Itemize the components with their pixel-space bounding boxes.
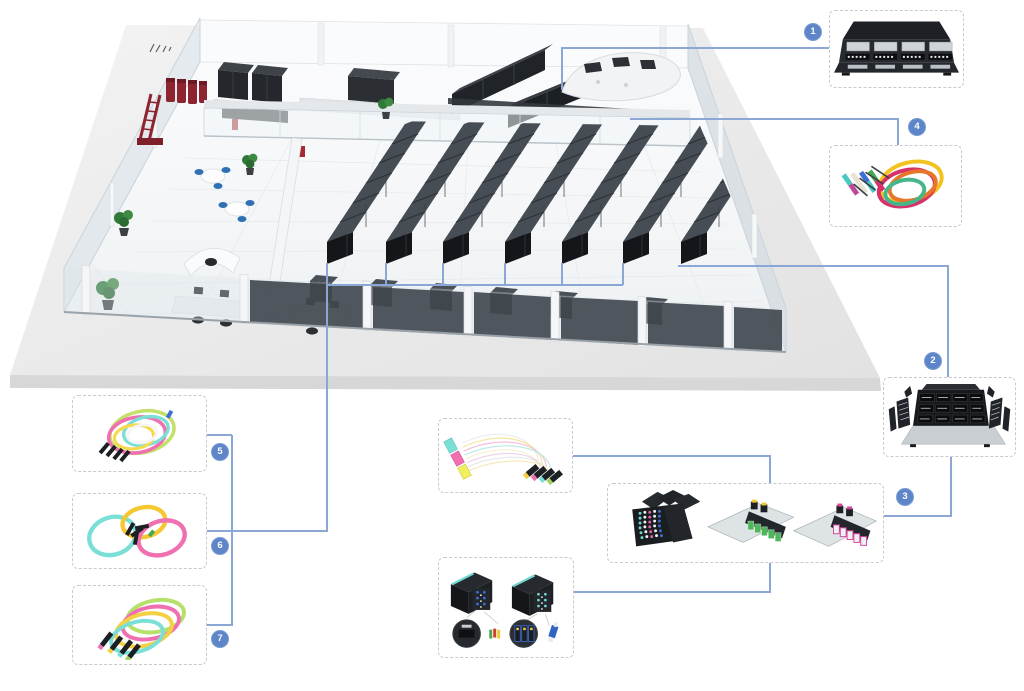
side-cable-managers — [888, 385, 1011, 432]
product-box-patch-cables[interactable] — [829, 145, 962, 227]
fiber-connector-mini — [489, 628, 501, 639]
ceiling-panel — [561, 52, 681, 102]
callout-line-harness-to-cassettes — [573, 455, 771, 483]
workstation-pod — [171, 286, 249, 327]
callout-line-cassettes-to-modules — [574, 563, 771, 593]
mtp-lc-module — [450, 572, 493, 614]
fiber-patch-panel-graphic — [834, 21, 959, 76]
lc-adapter-detail-circle — [509, 619, 538, 648]
port-detail-circle — [452, 619, 481, 648]
rack-row — [562, 118, 666, 264]
rack-row — [623, 118, 727, 264]
mtp-lc-modules-graphic — [450, 572, 559, 648]
product-box-mtp-harness[interactable] — [438, 418, 573, 493]
round-table — [194, 167, 231, 189]
badge-3[interactable]: 3 — [896, 488, 914, 506]
rack-row — [386, 118, 490, 264]
rack-row — [505, 118, 609, 264]
product-box-patch-panel[interactable] — [829, 10, 964, 88]
potted-plant — [242, 153, 258, 175]
mtp-connectors — [98, 441, 131, 463]
trunk-cable-a-graphic — [98, 408, 176, 463]
product-box-trunk-cable-c[interactable] — [72, 585, 207, 665]
badge-5[interactable]: 5 — [211, 443, 229, 461]
front-glass-wall — [63, 264, 787, 353]
slab-front-edge — [10, 375, 881, 391]
mtp-connectors — [124, 522, 150, 546]
fire-suppression-equipment — [137, 78, 305, 157]
stacked-mtp-modules — [632, 489, 701, 547]
lc-connector-blue — [547, 621, 559, 643]
callout-line-1 — [561, 47, 829, 90]
potted-plant — [96, 278, 119, 310]
rack-row — [327, 118, 431, 264]
dark-glass-panels — [250, 280, 782, 352]
badge-4[interactable]: 4 — [908, 118, 926, 136]
fiber-enclosure-graphic — [888, 383, 1011, 448]
rack-row — [443, 118, 547, 264]
product-box-mtp-lc-modules[interactable] — [438, 557, 574, 658]
product-box-trunk-cable-a[interactable] — [72, 395, 207, 472]
product-box-mtp-cassettes[interactable] — [607, 483, 884, 563]
patch-cables-graphic — [841, 159, 944, 209]
product-box-trunk-cable-b[interactable] — [72, 493, 207, 569]
badge-7[interactable]: 7 — [211, 630, 229, 648]
lc-connector-cluster — [841, 165, 890, 197]
callout-line-2 — [678, 265, 949, 377]
badge-2[interactable]: 2 — [924, 352, 942, 370]
reception-desk — [183, 247, 241, 277]
cassette-magenta — [792, 503, 878, 547]
cassette-green — [707, 499, 795, 543]
mtp-connector-fan — [97, 631, 141, 660]
glass-partition — [203, 100, 691, 147]
badge-1[interactable]: 1 — [804, 23, 822, 41]
potted-plant — [114, 210, 133, 236]
product-box-fiber-enclosure[interactable] — [883, 377, 1016, 457]
potted-plant — [378, 97, 394, 119]
mtp-end-connectors — [522, 463, 563, 486]
wall-logo — [149, 43, 172, 53]
callout-line-3 — [884, 457, 952, 517]
trunk-cable-b-graphic — [87, 504, 187, 558]
mtp-cassettes-graphic — [632, 489, 878, 547]
round-table — [218, 200, 255, 222]
breakout-connectors — [443, 437, 472, 480]
trunk-cable-c-graphic — [97, 597, 186, 660]
mtp-lc-module — [511, 574, 554, 616]
callout-line-racks-to-trunks — [207, 263, 624, 626]
red-wall-box — [296, 146, 305, 157]
callout-line-4 — [630, 118, 899, 145]
right-wall-mullions — [717, 113, 758, 259]
badge-6[interactable]: 6 — [211, 537, 229, 555]
mtp-harness-graphic — [443, 433, 563, 486]
wall-pillars — [81, 264, 733, 352]
